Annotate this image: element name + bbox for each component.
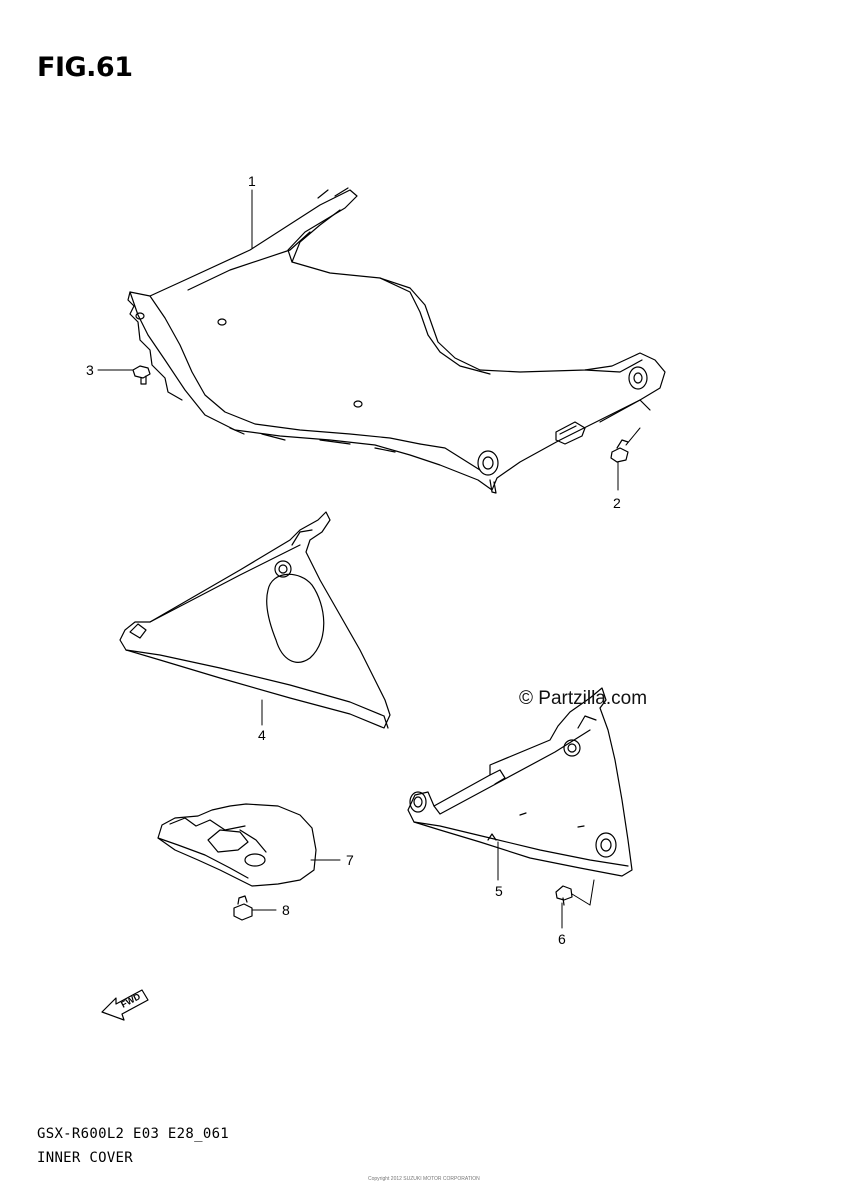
inner-cover-part-5[interactable] (407, 687, 633, 877)
inner-cover-part-7[interactable] (157, 803, 317, 887)
inner-cover-part-1[interactable] (127, 187, 666, 494)
clip-part-6[interactable] (555, 885, 573, 906)
partzilla-watermark: © Partzilla.com (519, 688, 648, 709)
callout-4: 4 (258, 727, 266, 743)
callout-5: 5 (495, 883, 503, 899)
figure-title: FIG.61 (37, 52, 133, 83)
model-code: GSX-R600L2 E03 E28_061 (37, 1126, 230, 1142)
clip-part-2[interactable] (610, 439, 629, 463)
copyright-footer: Copyright 2012 SUZUKI MOTOR CORPORATION (368, 1176, 480, 1182)
callout-8: 8 (282, 902, 290, 918)
bolt-part-8[interactable] (233, 895, 253, 921)
callout-3: 3 (86, 362, 94, 378)
callout-2: 2 (613, 495, 621, 511)
forward-arrow-icon: FWD (101, 989, 149, 1021)
clip-part-3[interactable] (132, 365, 151, 385)
callout-6: 6 (558, 931, 566, 947)
callout-1: 1 (248, 173, 256, 189)
leader-lines (97, 189, 641, 929)
callout-7: 7 (346, 852, 354, 868)
group-name: INNER COVER (37, 1150, 134, 1166)
inner-cover-part-4[interactable] (119, 511, 391, 729)
